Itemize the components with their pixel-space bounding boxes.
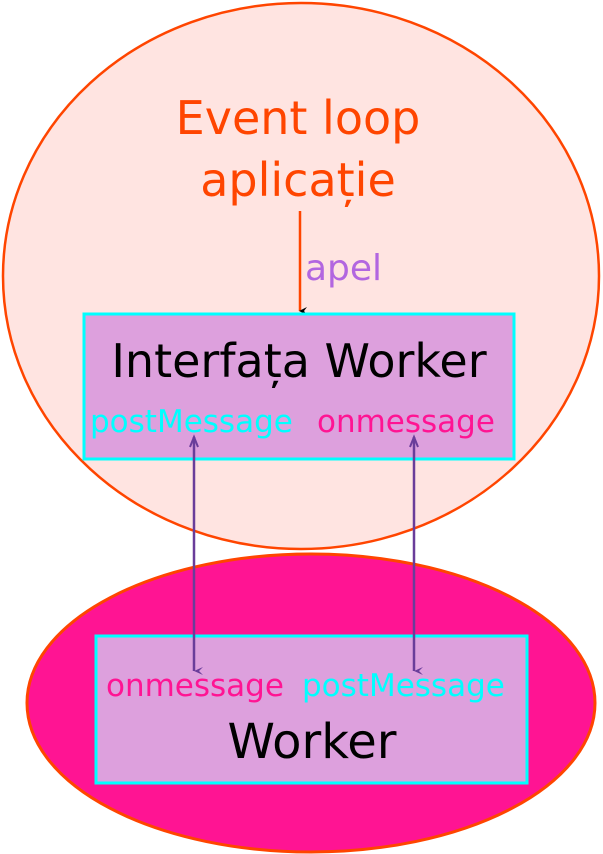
post-message-arrow-tail: [189, 434, 199, 448]
interface-on-message-label: onmessage: [317, 404, 495, 440]
call-label: apel: [305, 248, 382, 289]
worker-title: Worker: [227, 714, 396, 770]
worker-interface-box: [82, 312, 516, 461]
event-loop-title-line2: aplicație: [200, 153, 396, 208]
event-loop-title-line1: Event loop: [176, 91, 421, 145]
worker-box: [94, 634, 529, 785]
interface-post-message-label: postMessage: [90, 404, 293, 440]
on-message-arrow-head: [409, 434, 419, 448]
worker-interface-title: Interfața Worker: [111, 334, 486, 389]
worker-on-message-label: onmessage: [106, 668, 284, 704]
worker-post-message-label: postMessage: [302, 668, 505, 704]
